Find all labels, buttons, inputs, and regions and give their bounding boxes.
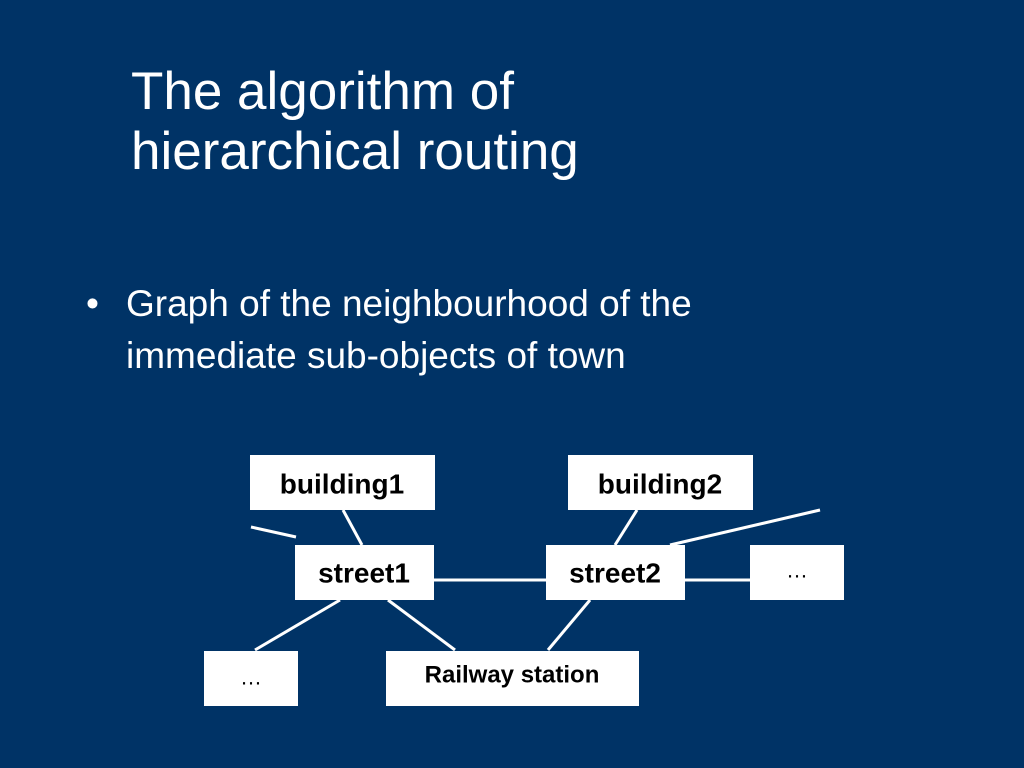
edge-building2-street2 <box>613 509 639 546</box>
slide-title-line-1: The algorithm of <box>131 62 514 121</box>
node-building1: building1 <box>250 455 435 510</box>
node-building2-label: building2 <box>598 469 722 500</box>
slide-title-line-2: hierarchical routing <box>131 122 579 181</box>
bullet-item: • Graph of the neighbourhood of the imme… <box>86 278 966 382</box>
bullet-marker: • <box>86 283 99 324</box>
bullet-text: Graph of the neighbourhood of the immedi… <box>126 278 966 382</box>
edge-offscreen-left-street1 <box>250 525 297 539</box>
node-railway-station-label: Railway station <box>425 662 600 689</box>
node-railway-station: Railway station <box>386 651 639 706</box>
bullet-line-1: Graph of the neighbourhood of the <box>126 283 692 324</box>
node-street1-label: street1 <box>318 558 410 589</box>
edge-street2-railway <box>546 599 592 651</box>
node-street2-label: street2 <box>569 558 661 589</box>
graph-edges <box>250 508 821 652</box>
node-ellipsis-left: … <box>204 651 298 706</box>
node-ellipsis-left-label: … <box>240 665 262 690</box>
node-street2: street2 <box>546 545 685 600</box>
edge-street1-railway <box>387 598 456 652</box>
slide-title: The algorithm of hierarchical routing <box>131 62 891 182</box>
edge-street2-offscreen-right <box>669 508 821 547</box>
edge-street1-ellipsis-left <box>254 598 341 652</box>
node-ellipsis-right: … <box>750 545 844 600</box>
node-building1-label: building1 <box>280 469 404 500</box>
node-ellipsis-right-label: … <box>786 558 808 583</box>
bullet-list: • Graph of the neighbourhood of the imme… <box>86 278 966 382</box>
edge-building1-street1 <box>341 509 364 546</box>
node-street1: street1 <box>295 545 434 600</box>
node-building2: building2 <box>568 455 753 510</box>
bullet-line-2: immediate sub-objects of town <box>126 335 626 376</box>
